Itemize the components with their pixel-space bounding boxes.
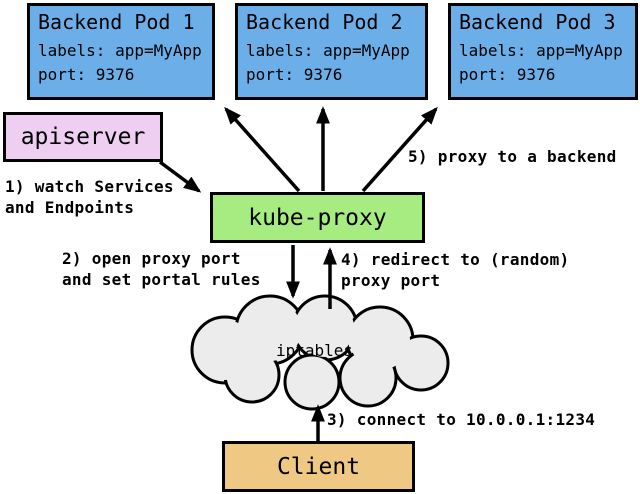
apiserver-label: apiserver bbox=[20, 124, 146, 150]
kube-proxy-label: kube-proxy bbox=[248, 204, 387, 231]
annotation-step1-line2: and Endpoints bbox=[5, 198, 135, 217]
annotation-step3: 3) connect to 10.0.0.1:1234 bbox=[327, 409, 595, 430]
backend-pod-3-port: port: 9376 bbox=[459, 65, 556, 84]
kube-proxy-box: kube-proxy bbox=[210, 192, 425, 243]
annotation-step4-line2: proxy port bbox=[341, 271, 441, 290]
annotation-step2: 2) open proxy port and set portal rules bbox=[62, 248, 261, 290]
apiserver-box: apiserver bbox=[3, 112, 163, 162]
backend-pod-1-port: port: 9376 bbox=[38, 65, 135, 84]
arrow-kubeproxy-to-pod3 bbox=[361, 106, 438, 193]
annotation-step2-line1: 2) open proxy port bbox=[62, 249, 241, 268]
annotation-step4: 4) redirect to (random) proxy port bbox=[341, 249, 569, 291]
backend-pod-2-title: Backend Pod 2 bbox=[246, 10, 403, 34]
annotation-step2-line2: and set portal rules bbox=[62, 270, 261, 289]
annotation-step5: 5) proxy to a backend bbox=[408, 146, 617, 167]
backend-pod-1-labels: labels: app=MyApp bbox=[38, 41, 202, 60]
annotation-step3-line1: 3) connect to 10.0.0.1:1234 bbox=[327, 410, 596, 429]
backend-pod-3-title: Backend Pod 3 bbox=[459, 10, 616, 34]
backend-pod-3-box: Backend Pod 3 labels: app=MyApp port: 93… bbox=[448, 3, 638, 100]
backend-pod-1-box: Backend Pod 1 labels: app=MyApp port: 93… bbox=[27, 3, 215, 100]
backend-pod-2-port: port: 9376 bbox=[246, 65, 343, 84]
arrow-kubeproxy-to-pod1 bbox=[224, 106, 301, 193]
iptables-cloud-shape bbox=[190, 294, 450, 411]
annotation-step1-line1: 1) watch Services bbox=[5, 177, 174, 196]
iptables-label: iptables bbox=[276, 341, 354, 360]
backend-pod-3-labels: labels: app=MyApp bbox=[459, 41, 623, 60]
client-box: Client bbox=[222, 441, 415, 492]
client-label: Client bbox=[276, 453, 361, 480]
backend-pod-1-title: Backend Pod 1 bbox=[38, 10, 195, 34]
backend-pod-2-box: Backend Pod 2 labels: app=MyApp port: 93… bbox=[235, 3, 428, 100]
annotation-step1: 1) watch Services and Endpoints bbox=[5, 176, 174, 218]
annotation-step5-line1: 5) proxy to a backend bbox=[408, 147, 617, 166]
backend-pod-2-labels: labels: app=MyApp bbox=[246, 41, 410, 60]
annotation-step4-line1: 4) redirect to (random) bbox=[341, 250, 570, 269]
arrow-apiserver-to-kubeproxy bbox=[158, 160, 202, 193]
